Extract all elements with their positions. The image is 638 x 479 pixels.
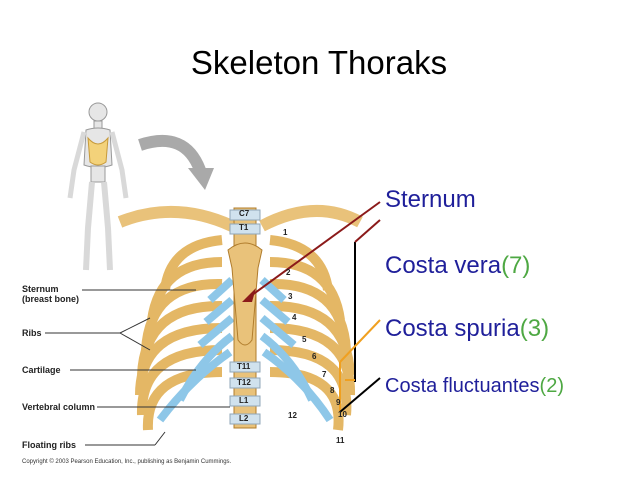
sternum-pointer-line (247, 201, 381, 299)
term-costa-fluctuantes: Costa fluctuantes(2) (385, 375, 564, 398)
rib-number: 7 (322, 370, 327, 379)
label-vertebral-column: Vertebral column (22, 402, 96, 412)
rib-number: 8 (330, 386, 335, 395)
label-cartilage: Cartilage (22, 365, 61, 375)
term-label: Costa fluctuantes (385, 375, 540, 397)
full-skeleton-icon (67, 102, 129, 271)
ribcage (117, 204, 363, 431)
rib-group-brackets (339, 219, 381, 413)
term-label: Sternum (385, 186, 476, 213)
vertebra-label: L1 (239, 396, 249, 405)
term-label: Costa spuria (385, 315, 520, 342)
term-count: (7) (501, 252, 531, 279)
rib-number: 6 (312, 352, 317, 361)
vertebra-label: L2 (239, 414, 249, 423)
copyright-notice: Copyright © 2003 Pearson Education, Inc.… (22, 459, 232, 465)
label-breast-bone: (breast bone) (22, 294, 80, 304)
term-sternum: Sternum (385, 186, 476, 214)
vertebra-label: T11 (237, 362, 251, 371)
term-label: Costa vera (385, 252, 502, 279)
vertebra-label: T1 (239, 223, 249, 232)
vertebra-label: T12 (237, 378, 251, 387)
rib-number: 1 (283, 228, 288, 237)
rib-number: 11 (336, 436, 345, 445)
term-costa-vera: Costa vera(7) (385, 252, 530, 280)
label-sternum: Sternum (22, 284, 59, 294)
rib-number: 3 (288, 292, 293, 301)
term-count: (2) (539, 375, 564, 397)
rib-number: 4 (292, 313, 297, 322)
page-title: Skeleton Thoraks (190, 44, 448, 81)
pointer-arrow-icon (138, 134, 206, 173)
label-floating-ribs: Floating ribs (22, 440, 76, 450)
term-costa-spuria: Costa spuria(3) (385, 315, 549, 343)
vertebra-label: C7 (239, 209, 250, 218)
label-ribs: Ribs (22, 328, 42, 338)
rib-number: 5 (302, 335, 307, 344)
rib-number: 2 (286, 268, 291, 277)
term-count: (3) (519, 315, 550, 342)
rib-number: 12 (288, 411, 297, 420)
rib-number: 10 (338, 410, 347, 419)
rib-number: 9 (336, 398, 341, 407)
